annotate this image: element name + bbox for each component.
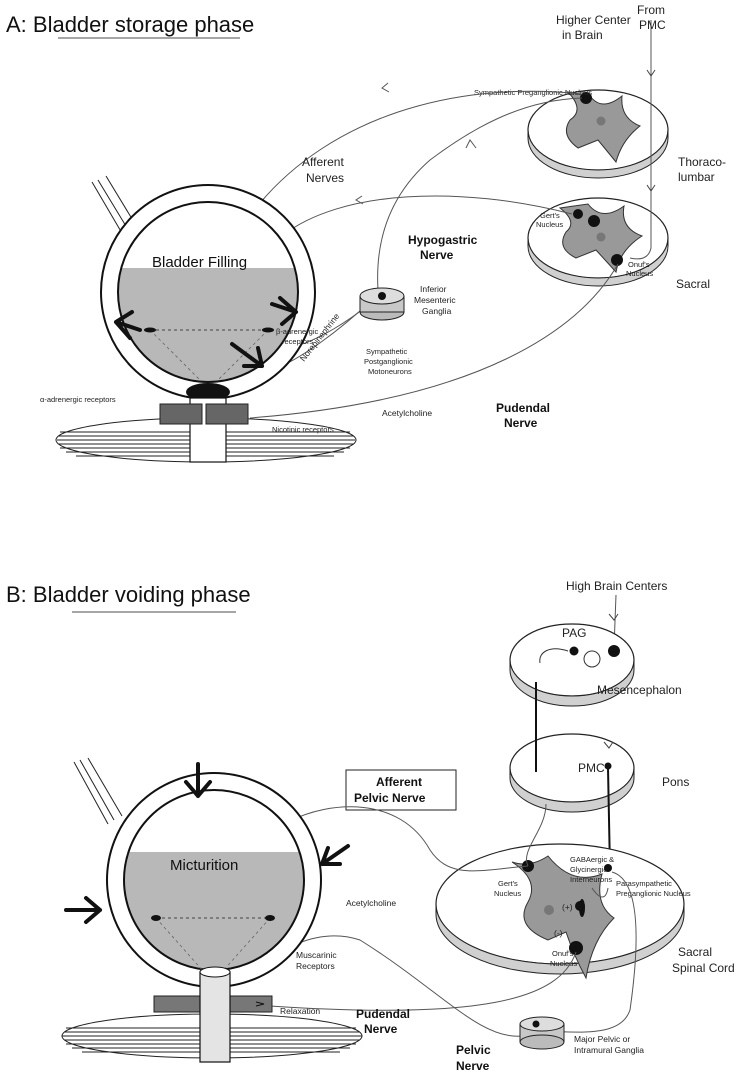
pelvic-nerve-efferent xyxy=(545,871,637,1033)
gerts-nucleus-label: Gert's xyxy=(540,211,560,220)
mesencephalon-disc xyxy=(509,623,635,707)
gerts-nucleus-label-b: Gert's xyxy=(498,879,518,888)
svg-text:PMC: PMC xyxy=(639,18,666,32)
beta-receptors-label: β-adrenergic xyxy=(276,327,318,336)
relaxation-label: Relaxation xyxy=(280,1006,320,1016)
bladder-filling-label: Bladder Filling xyxy=(152,254,247,271)
pons-disc xyxy=(509,733,635,813)
afferent-nerve-upper xyxy=(259,90,583,204)
svg-text:Glycinergic: Glycinergic xyxy=(570,865,607,874)
svg-text:Ganglia: Ganglia xyxy=(422,306,452,316)
afferent-pelvic-nerve-box xyxy=(345,769,457,811)
major-pelvic-ganglia-label: Major Pelvic or xyxy=(574,1034,630,1044)
pudendal-nerve-b xyxy=(269,951,577,1011)
bladder-a xyxy=(91,175,316,463)
sacral-disc-a xyxy=(527,197,669,287)
svg-text:Mesenteric: Mesenteric xyxy=(414,295,456,305)
svg-text:Nucleus: Nucleus xyxy=(626,269,653,278)
pmc-descending-line xyxy=(629,20,652,260)
alpha-receptors-label: α-adrenergic receptors xyxy=(40,395,116,404)
acetylcholine-nerve xyxy=(281,935,523,1037)
onufs-nucleus-label-b: Onuf's xyxy=(552,949,574,958)
thoracolumbar-label: Thoraco- xyxy=(678,155,726,169)
svg-text:Interneurons: Interneurons xyxy=(570,875,612,884)
svg-text:Postganglionic: Postganglionic xyxy=(364,357,413,366)
onufs-nucleus-label: Onuf's xyxy=(628,260,650,269)
higher-center-label: Higher Center xyxy=(556,13,631,27)
bladder-b xyxy=(64,757,350,1063)
svg-text:Nucleus: Nucleus xyxy=(550,959,577,968)
svg-text:in Brain: in Brain xyxy=(562,28,603,42)
panel-b: B: Bladder voiding phase High Brain Cent… xyxy=(6,579,735,1073)
plus-sign: (+) xyxy=(562,902,573,912)
minus-sign: (-) xyxy=(554,928,563,938)
pelvic-nerve-label: Pelvic xyxy=(456,1043,491,1057)
muscarinic-receptors-label: Muscarinic xyxy=(296,950,337,960)
internal-sphincter xyxy=(186,383,230,401)
svg-text:Spinal Cord: Spinal Cord xyxy=(672,961,735,975)
high-brain-centers-label: High Brain Centers xyxy=(566,579,667,593)
svg-text:Preganglionic Nucleus: Preganglionic Nucleus xyxy=(616,889,691,898)
svg-text:Pelvic Nerve: Pelvic Nerve xyxy=(354,791,426,805)
urethra-b xyxy=(199,971,231,1063)
micturition-label: Micturition xyxy=(170,857,238,874)
pag-label: PAG xyxy=(562,626,586,640)
svg-text:Nerves: Nerves xyxy=(306,171,344,185)
sacral-spinal-cord-label: Sacral xyxy=(678,945,712,959)
panel-a-title: A: Bladder storage phase xyxy=(6,12,254,37)
ganglia-label: Inferior xyxy=(420,284,447,294)
mesencephalon-label: Mesencephalon xyxy=(597,683,682,697)
svg-text:Nerve: Nerve xyxy=(456,1059,490,1073)
svg-text:Intramural Ganglia: Intramural Ganglia xyxy=(574,1045,644,1055)
sacral-spinal-cord-disc xyxy=(435,843,685,980)
afferent-nerve-lower xyxy=(281,195,573,237)
pudendal-nerve-label-a: Pudendal xyxy=(496,401,550,415)
svg-text:receptors: receptors xyxy=(282,337,314,346)
svg-text:Motoneurons: Motoneurons xyxy=(368,367,412,376)
pudendal-nerve-a xyxy=(249,263,619,419)
acetylcholine-label-b: Acetylcholine xyxy=(346,898,396,908)
afferent-pelvic-nerve xyxy=(287,806,529,872)
pudendal-nerve-label-b: Pudendal xyxy=(356,1007,410,1021)
svg-text:lumbar: lumbar xyxy=(678,170,715,184)
svg-text:Receptors: Receptors xyxy=(296,961,335,971)
svg-text:Nucleus: Nucleus xyxy=(536,220,563,229)
nicotinic-receptors-label: Nicotinic receptors xyxy=(272,425,334,434)
svg-text:Nerve: Nerve xyxy=(420,248,454,262)
pmc-label: PMC xyxy=(578,761,605,775)
svg-text:Nerve: Nerve xyxy=(364,1022,398,1036)
pons-label: Pons xyxy=(662,775,689,789)
inferior-mesenteric-ganglion xyxy=(359,287,405,321)
major-pelvic-ganglion xyxy=(519,1016,565,1050)
svg-text:Nerve: Nerve xyxy=(504,416,538,430)
gaba-interneurons-label: GABAergic & xyxy=(570,855,614,864)
hypogastric-nerve xyxy=(377,97,583,291)
parasympathetic-label: Parasympathetic xyxy=(616,879,672,888)
from-pmc-label: From xyxy=(637,3,665,17)
svg-text:Nucleus: Nucleus xyxy=(494,889,521,898)
panel-b-title: B: Bladder voiding phase xyxy=(6,582,251,607)
afferent-nerves-label: Afferent xyxy=(302,155,344,169)
hypogastric-nerve-label: Hypogastric xyxy=(408,233,478,247)
external-sphincter-right xyxy=(205,403,249,425)
thoracolumbar-disc xyxy=(527,89,669,179)
afferent-pelvic-nerve-label: Afferent xyxy=(376,775,422,789)
sympathetic-preganglionic-label: Sympathetic Preganglionic Nucleus xyxy=(474,88,592,97)
panel-a: A: Bladder storage phase Higher Center i… xyxy=(6,3,726,463)
postganglionic-label: Sympathetic xyxy=(366,347,408,356)
gray-matter-shape xyxy=(565,91,641,164)
sacral-label-a: Sacral xyxy=(676,277,710,291)
external-sphincter-left xyxy=(159,403,203,425)
acetylcholine-label-a: Acetylcholine xyxy=(382,408,432,418)
